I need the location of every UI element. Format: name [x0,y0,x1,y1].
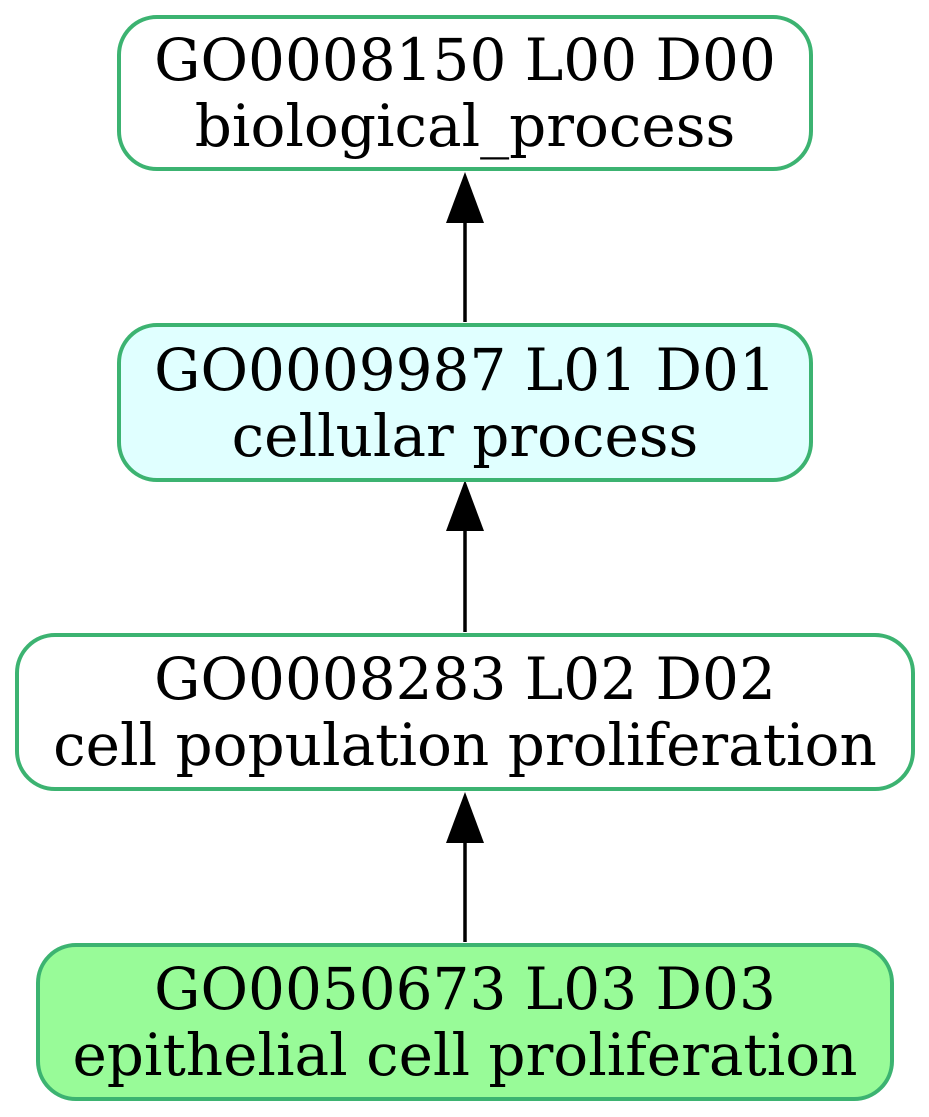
go-node-go0009987: GO0009987 L01 D01 cellular process [117,323,813,482]
edge-go0050673-to-go0008283 [446,792,484,942]
go-node-term-label: biological_process [194,92,736,160]
go-node-id-label: GO0008283 L02 D02 [154,645,776,713]
arrowhead-icon [446,480,484,531]
edge-go0009987-to-go0008150 [446,172,484,322]
go-node-term-label: epithelial cell proliferation [72,1021,858,1089]
go-node-term-label: cellular process [231,401,699,470]
go-node-id-label: GO0009987 L01 D01 [154,335,776,404]
arrowhead-icon [446,172,484,223]
go-node-go0050673: GO0050673 L03 D03 epithelial cell prolif… [36,943,894,1101]
go-node-go0008150: GO0008150 L00 D00 biological_process [117,15,813,171]
edge-go0008283-to-go0009987 [446,480,484,632]
arrowhead-icon [446,792,484,843]
go-node-id-label: GO0008150 L00 D00 [154,26,776,94]
go-node-id-label: GO0050673 L03 D03 [154,955,776,1023]
go-node-term-label: cell population proliferation [53,711,877,779]
go-node-go0008283: GO0008283 L02 D02 cell population prolif… [15,633,915,791]
